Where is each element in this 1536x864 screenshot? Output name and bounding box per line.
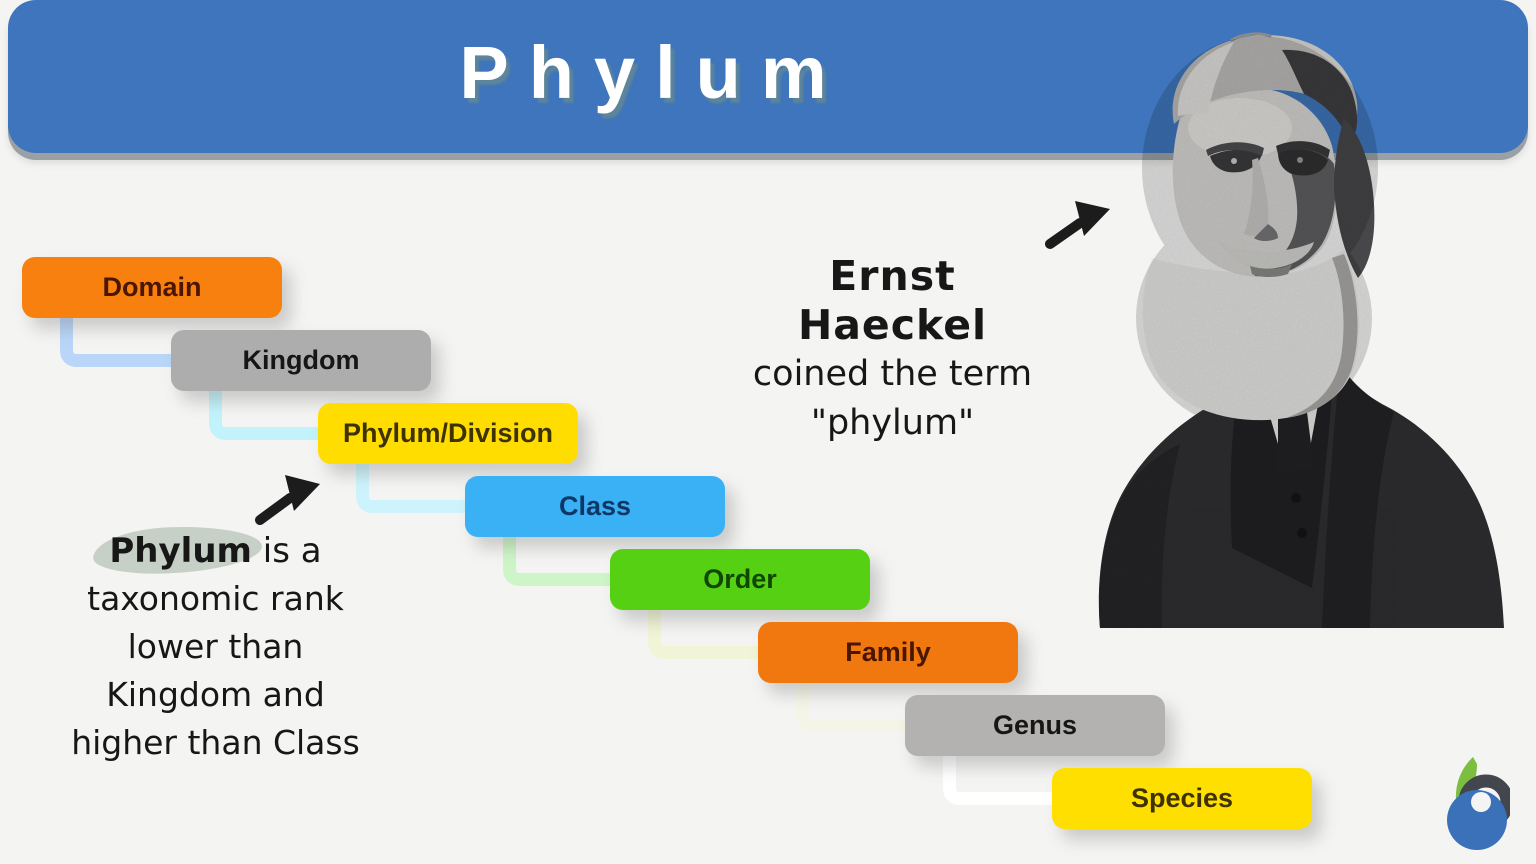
coiner-text: Ernst Haeckel coined the term "phylum": [735, 252, 1050, 448]
taxonomy-box-order: Order: [610, 549, 870, 610]
taxonomy-box-family: Family: [758, 622, 1018, 683]
connector-phylum-class: [356, 464, 465, 513]
hand-drawn-arrow-to-phylum-box-icon: [252, 468, 324, 531]
coiner-line-3: "phylum": [810, 403, 975, 443]
coiner-name: Ernst Haeckel: [797, 252, 988, 349]
definition-line-4: Kingdom and: [106, 675, 325, 714]
biology-online-logo-icon: [1428, 745, 1514, 852]
connector-family-genus: [796, 683, 905, 732]
definition-line-2: taxonomic rank: [87, 579, 344, 618]
definition-line-5: higher than Class: [71, 723, 360, 762]
page-title: Phylum: [459, 31, 847, 114]
connector-order-family: [648, 610, 758, 659]
phylum-definition-text: Phylum is a taxonomic rank lower than Ki…: [18, 524, 413, 767]
connector-kingdom-phylum: [209, 391, 318, 440]
definition-line-3: lower than: [127, 627, 304, 666]
definition-line-1: Phylum is a: [18, 524, 413, 576]
hand-drawn-arrow-to-portrait-icon: [1042, 198, 1114, 255]
connector-class-order: [503, 537, 610, 586]
taxonomy-box-phylum: Phylum/Division: [318, 403, 578, 464]
taxonomy-box-class: Class: [465, 476, 725, 537]
ernst-haeckel-portrait: [1082, 28, 1534, 628]
highlighted-word-phylum: Phylum: [92, 524, 263, 576]
taxonomy-box-species: Species: [1052, 768, 1312, 829]
taxonomy-box-kingdom: Kingdom: [171, 330, 431, 391]
connector-domain-kingdom: [60, 318, 171, 367]
coiner-line-2: coined the term: [752, 354, 1033, 394]
connector-genus-species: [943, 756, 1052, 805]
taxonomy-box-genus: Genus: [905, 695, 1165, 756]
taxonomy-box-domain: Domain: [22, 257, 282, 318]
